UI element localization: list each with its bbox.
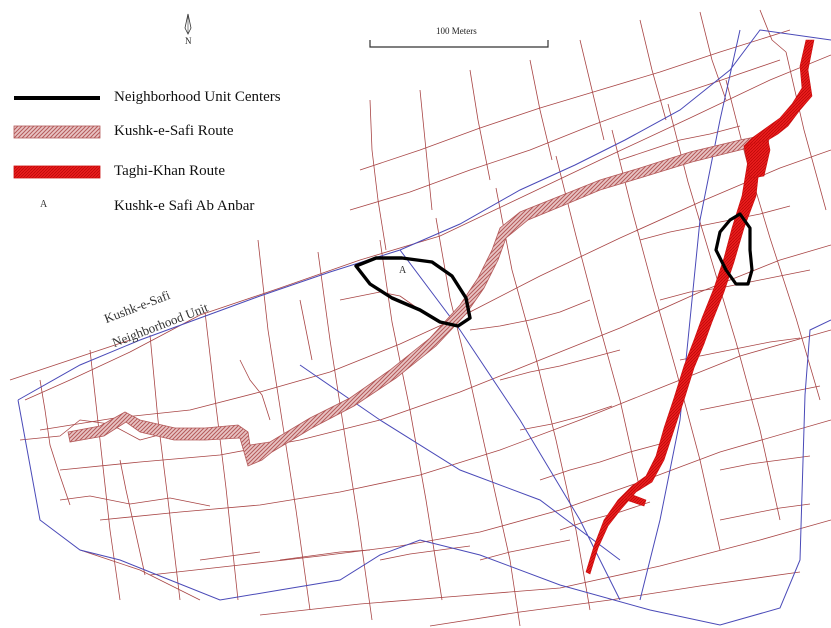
legend-red-symbol <box>13 165 101 179</box>
center-kushk <box>354 256 472 328</box>
north-label: N <box>185 36 192 46</box>
parcel-network <box>9 9 831 627</box>
north-arrow-icon <box>184 13 192 35</box>
legend-hatched-symbol <box>13 125 101 139</box>
legend-label-centers: Neighborhood Unit Centers <box>114 89 281 105</box>
taghi-route-spur <box>625 493 647 507</box>
center-taghi <box>714 212 754 286</box>
legend-label-taghi-route: Taghi-Khan Route <box>114 163 226 179</box>
taghi-route <box>585 39 815 575</box>
kushk-route <box>67 133 771 467</box>
legend-line-symbol <box>14 96 100 100</box>
scale-bar-line <box>369 40 549 48</box>
legend-label-ab-anbar: Kushk-e Safi Ab Anbar <box>114 198 255 214</box>
ab-anbar-marker: A <box>399 265 407 276</box>
legend-label-kushk-route: Kushk-e-Safi Route <box>114 123 234 139</box>
neighborhood-boundary <box>17 29 831 626</box>
taghi-route-junction <box>743 139 771 179</box>
scale-bar-label: 100 Meters <box>436 26 477 36</box>
legend-letter-symbol: A <box>40 199 48 210</box>
